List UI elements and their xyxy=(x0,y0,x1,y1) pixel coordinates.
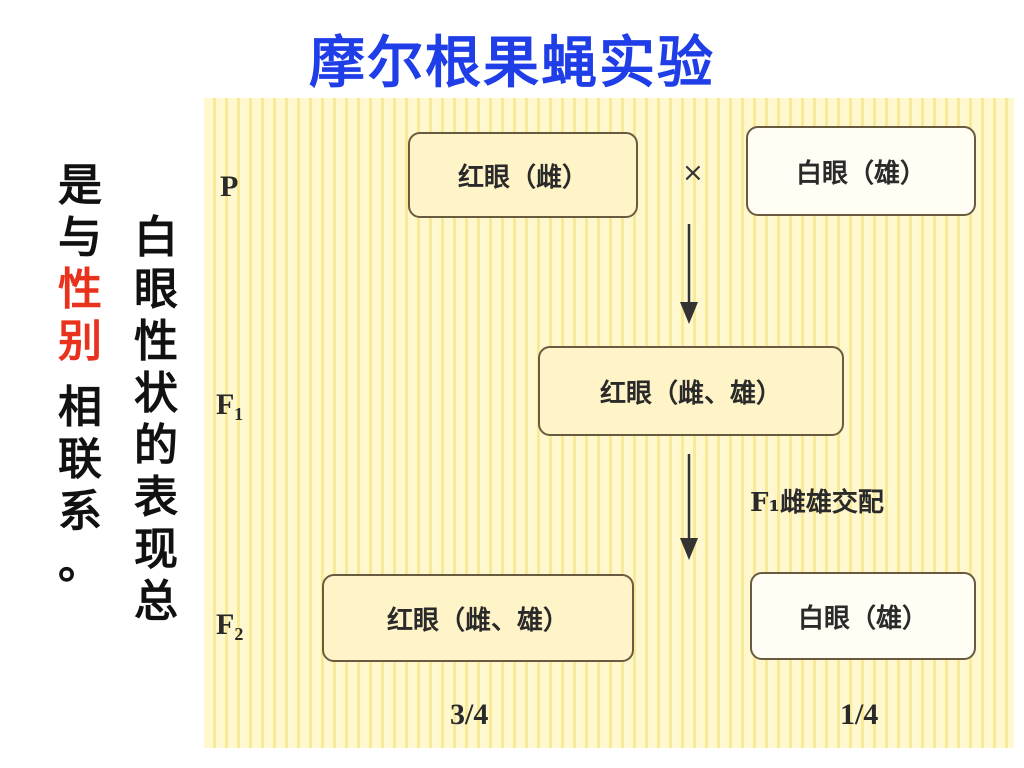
f1-interbreed-note: F₁雌雄交配 xyxy=(750,488,884,518)
side-char: 白 xyxy=(134,212,178,263)
side-char: 表 xyxy=(134,472,178,523)
f2-red-eye-box: 红眼（雌、雄） xyxy=(322,574,634,662)
down-arrow-icon xyxy=(680,224,698,324)
side-char: 的 xyxy=(134,420,178,471)
side-char: 眼 xyxy=(134,264,178,315)
side-char-highlight: 性 xyxy=(58,264,102,315)
generation-label-f2: F₂ xyxy=(216,608,244,641)
parent-male-white-eye-box: 白眼（雄） xyxy=(746,126,976,216)
side-char: 现 xyxy=(134,524,178,575)
cross-diagram-panel: P F₁ F₂ 红眼（雌） × 白眼（雄） 红眼（雌、雄） F₁雌雄交配 红眼（… xyxy=(204,98,1014,748)
f2-red-eye-ratio: 3/4 xyxy=(450,698,489,731)
side-char: 状 xyxy=(134,368,178,419)
side-text-column-right: 白 眼 性 状 的 表 现 总 xyxy=(134,212,178,628)
cross-symbol: × xyxy=(682,158,704,188)
slide-title: 摩尔根果蝇实验 xyxy=(309,30,715,96)
generation-label-f1: F₁ xyxy=(216,388,244,421)
parent-female-red-eye-box: 红眼（雌） xyxy=(408,132,638,218)
side-text-column-left: 是 与 性 别 相 联 系 。 xyxy=(58,160,102,590)
side-char: 相 xyxy=(58,382,102,433)
side-char: 。 xyxy=(58,538,102,589)
down-arrow-icon xyxy=(680,454,698,560)
side-char-highlight: 别 xyxy=(58,316,102,367)
side-char: 与 xyxy=(58,212,102,263)
side-char: 系 xyxy=(58,486,102,537)
f2-white-eye-box: 白眼（雄） xyxy=(750,572,976,660)
generation-label-p: P xyxy=(220,170,239,203)
side-char: 总 xyxy=(134,576,178,627)
side-char: 联 xyxy=(58,434,102,485)
f1-offspring-box: 红眼（雌、雄） xyxy=(538,346,844,436)
side-char: 是 xyxy=(58,160,102,211)
f2-white-eye-ratio: 1/4 xyxy=(840,698,879,731)
side-char: 性 xyxy=(134,316,178,367)
